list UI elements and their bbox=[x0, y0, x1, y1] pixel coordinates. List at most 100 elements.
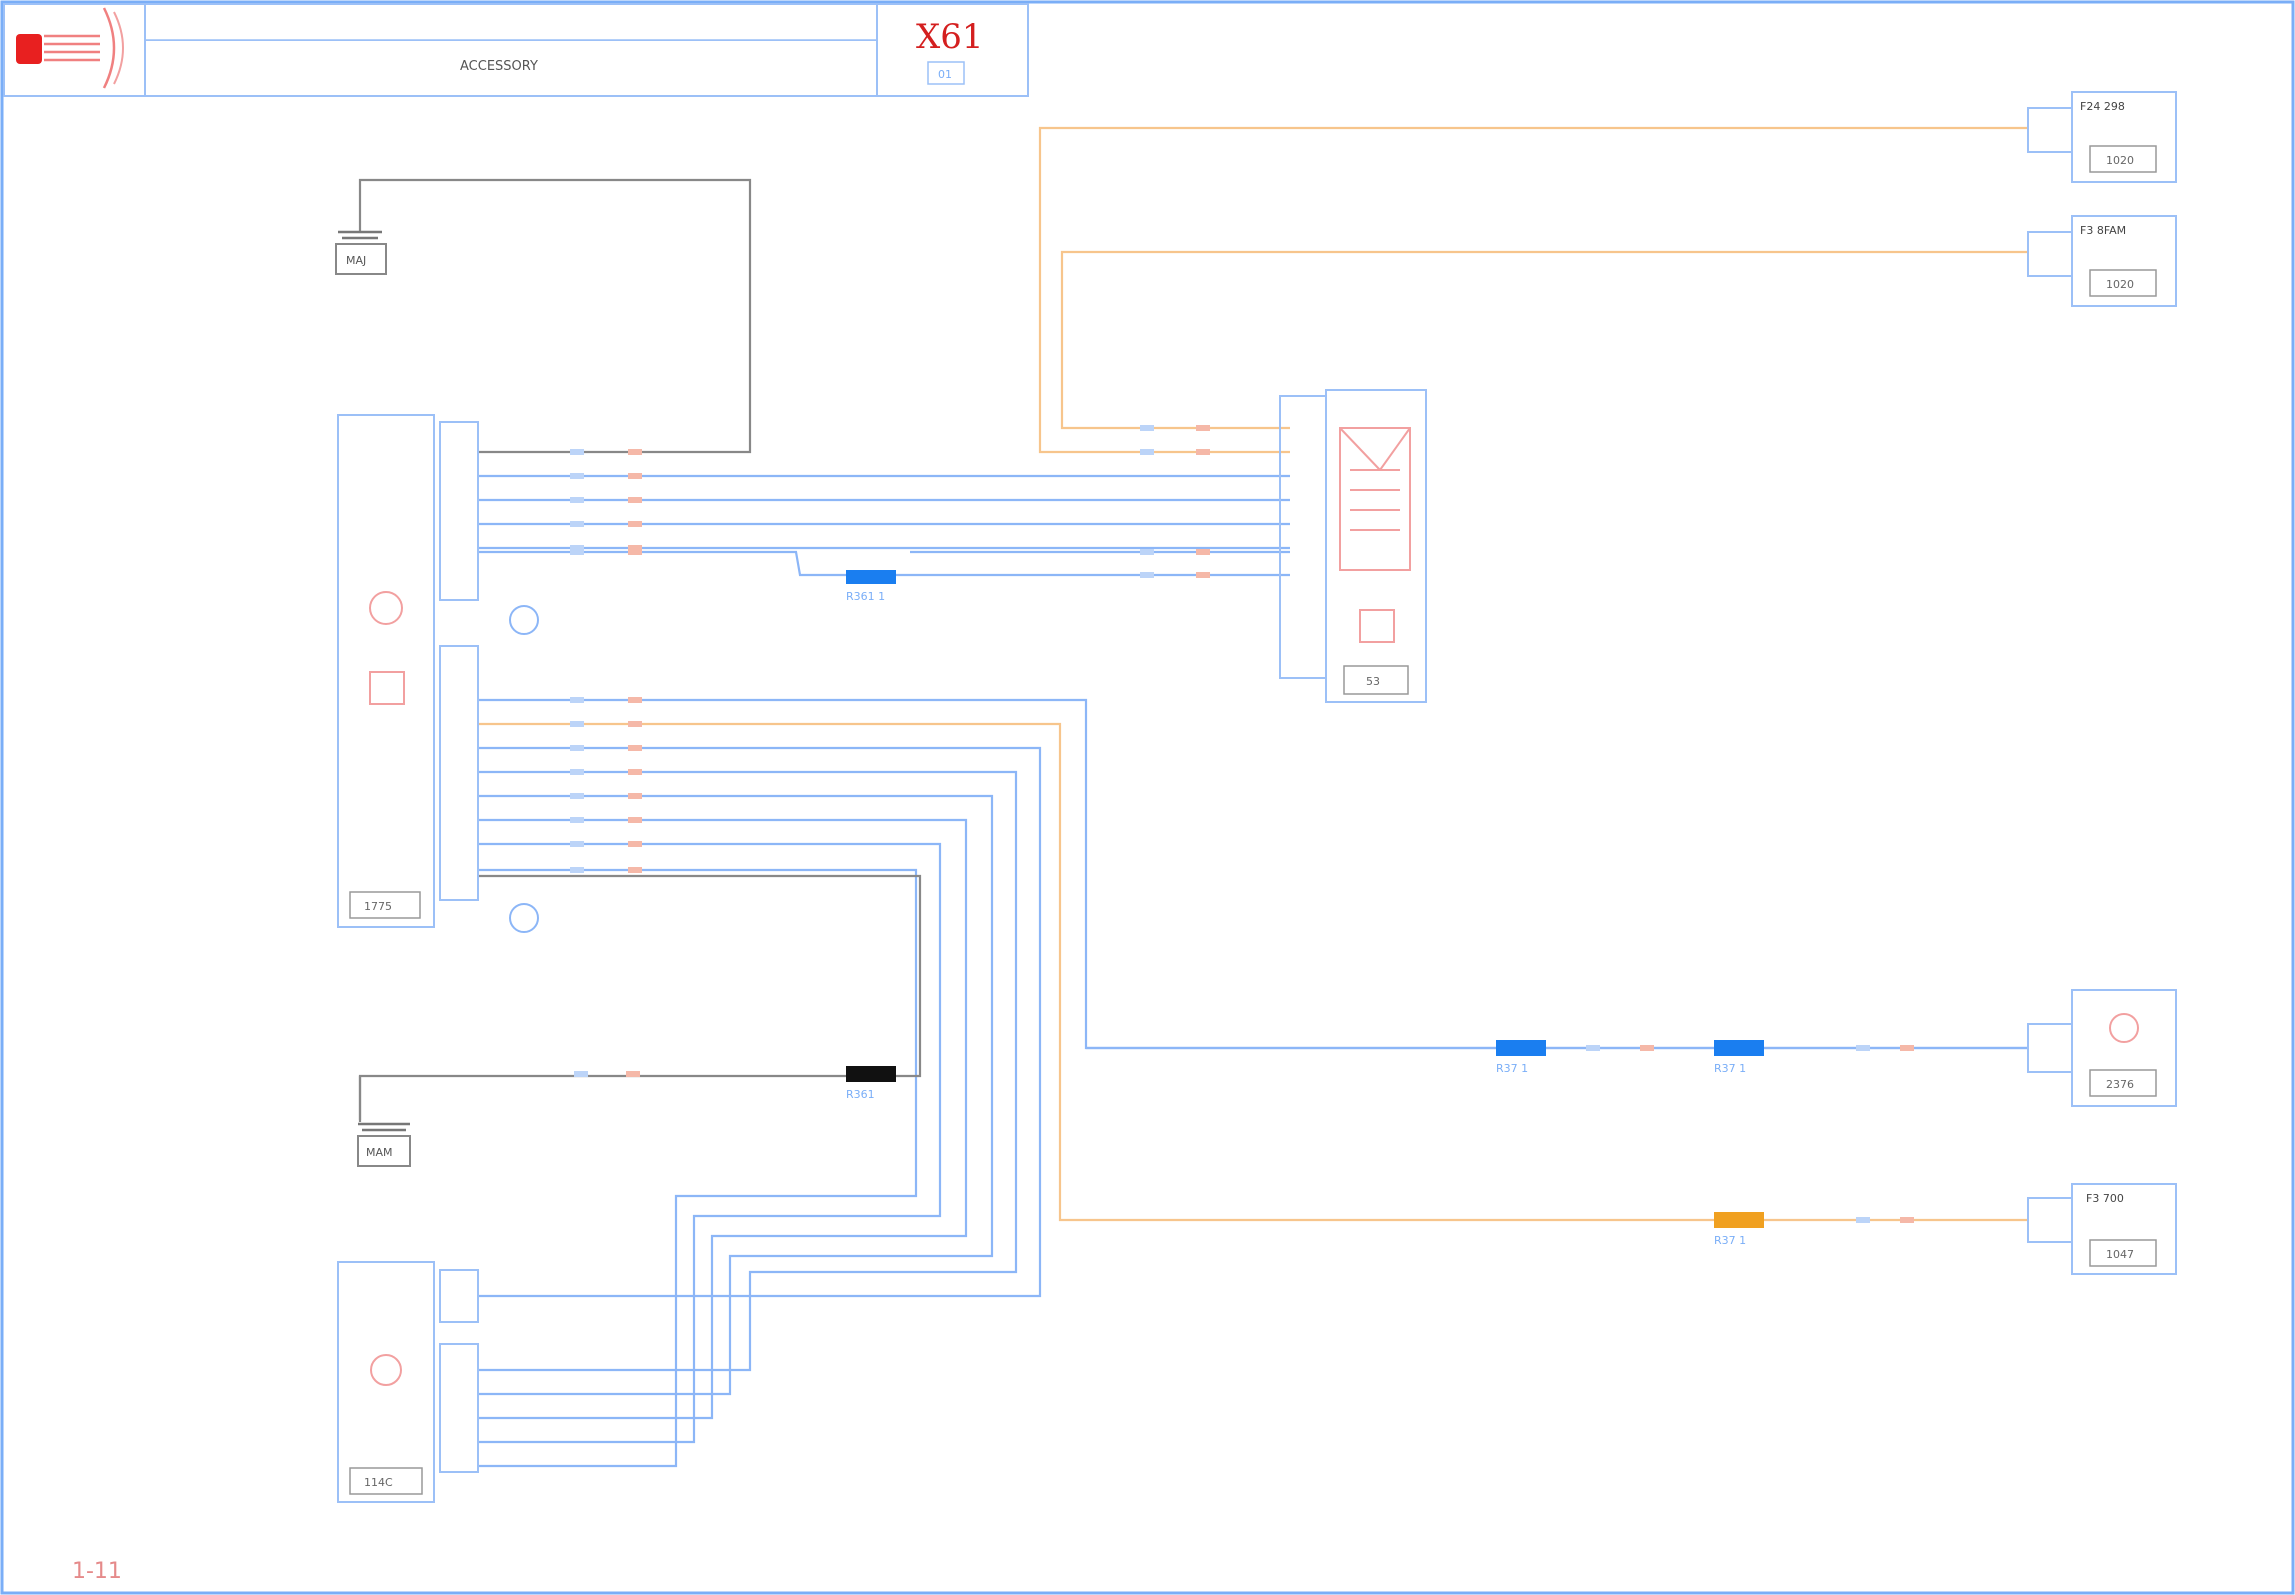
lower-module-code: 114C bbox=[364, 1476, 393, 1489]
wire-bus-2 bbox=[478, 722, 2028, 1222]
splice-s5[interactable]: R37 1 bbox=[1714, 1212, 1764, 1247]
pin-marker bbox=[1900, 1045, 1914, 1051]
pin-marker bbox=[570, 449, 584, 455]
wire-bus-4 bbox=[478, 770, 1018, 1372]
pin-marker bbox=[628, 867, 642, 873]
splice-s2[interactable]: R361 bbox=[846, 1066, 896, 1101]
diagram-sub-code: 01 bbox=[938, 68, 952, 81]
right-connector-2[interactable]: F3 8FAM 1020 bbox=[2027, 215, 2177, 307]
ground-top-code: MAJ bbox=[346, 254, 366, 267]
pin-marker bbox=[570, 721, 584, 727]
pin-marker bbox=[570, 549, 584, 555]
pin-marker bbox=[1196, 572, 1210, 578]
ground-top: MAJ bbox=[335, 230, 387, 275]
wire-bus-5 bbox=[478, 794, 994, 1396]
pin-marker bbox=[570, 745, 584, 751]
splice-label: R37 1 bbox=[1714, 1062, 1746, 1075]
lower-module[interactable]: 114C bbox=[337, 1261, 479, 1503]
pin-marker bbox=[570, 521, 584, 527]
pin-marker bbox=[1140, 572, 1154, 578]
wire-bus-6 bbox=[478, 818, 968, 1420]
splice-s3[interactable]: R37 1 bbox=[1496, 1040, 1546, 1075]
right-connector-1[interactable]: F24 298 1020 bbox=[2027, 91, 2177, 183]
diagram-subtitle: ACCESSORY bbox=[460, 59, 538, 74]
connector-marker-icon bbox=[509, 903, 539, 933]
pin-marker bbox=[1856, 1045, 1870, 1051]
ground-bottom-code: MAM bbox=[366, 1146, 393, 1159]
pin-marker bbox=[570, 867, 584, 873]
center-module-code: 53 bbox=[1366, 675, 1380, 688]
pin-marker bbox=[628, 545, 642, 551]
center-module[interactable]: 53 bbox=[1279, 389, 1427, 703]
ground-icon bbox=[338, 230, 382, 240]
pin-marker bbox=[628, 745, 642, 751]
wire-ground-top bbox=[358, 178, 752, 454]
pin-marker bbox=[570, 497, 584, 503]
pin-marker bbox=[570, 841, 584, 847]
ground-bottom: MAM bbox=[357, 1076, 411, 1167]
wire-bus-1 bbox=[478, 698, 2028, 1050]
wire-group bbox=[358, 126, 2028, 1468]
splice-s1[interactable]: R361 1 bbox=[846, 570, 896, 603]
relay-symbol-icon bbox=[1339, 427, 1411, 571]
pin-marker bbox=[628, 497, 642, 503]
wire-orange-rc2 bbox=[1060, 250, 2028, 430]
wire-bus-8 bbox=[478, 868, 918, 1468]
module-symbol-icon bbox=[2109, 1013, 2139, 1043]
wire-bus-7 bbox=[478, 842, 942, 1444]
pin-marker bbox=[626, 1071, 640, 1077]
ecu-symbol-icon bbox=[369, 671, 405, 705]
pin-marker bbox=[628, 793, 642, 799]
splice-s4[interactable]: R37 1 bbox=[1714, 1040, 1764, 1075]
pin-marker bbox=[570, 793, 584, 799]
wire-bus-9 bbox=[358, 874, 922, 1120]
pin-marker bbox=[628, 449, 642, 455]
pin-marker bbox=[1140, 449, 1154, 455]
pin-marker bbox=[570, 697, 584, 703]
ecu-symbol-icon bbox=[369, 591, 403, 625]
pin-marker bbox=[574, 1071, 588, 1077]
rc4-code: 1047 bbox=[2106, 1248, 2134, 1261]
pin-marker bbox=[570, 545, 584, 551]
pin-marker bbox=[1586, 1045, 1600, 1051]
splice-label: R361 bbox=[846, 1088, 875, 1101]
rc2-label: F3 8FAM bbox=[2080, 224, 2126, 237]
rc1-code: 1020 bbox=[2106, 154, 2134, 167]
wire-orange-rc1 bbox=[1038, 126, 2028, 454]
pin-marker bbox=[1856, 1217, 1870, 1223]
pin-marker bbox=[1140, 425, 1154, 431]
rc1-label: F24 298 bbox=[2080, 100, 2125, 113]
pin-marker bbox=[1196, 449, 1210, 455]
rc3-code: 2376 bbox=[2106, 1078, 2134, 1091]
pin-marker bbox=[1140, 549, 1154, 555]
splice-label: R361 1 bbox=[846, 590, 885, 603]
pin-marker bbox=[570, 769, 584, 775]
main-ecu-code: 1775 bbox=[364, 900, 392, 913]
warning-logo-icon bbox=[16, 7, 124, 89]
pin-marker bbox=[1900, 1217, 1914, 1223]
pin-marker bbox=[628, 473, 642, 479]
diagram-code: X61 bbox=[916, 17, 983, 57]
right-connector-4[interactable]: F3 700 1047 bbox=[2027, 1183, 2177, 1275]
main-ecu[interactable]: 1775 bbox=[337, 414, 539, 933]
connector-marker-icon bbox=[509, 605, 539, 635]
pin-marker bbox=[1640, 1045, 1654, 1051]
pin-marker bbox=[570, 473, 584, 479]
pin-marker bbox=[1196, 425, 1210, 431]
splice-label: R37 1 bbox=[1496, 1062, 1528, 1075]
pin-marker bbox=[628, 549, 642, 555]
page-number: 1-11 bbox=[72, 1559, 122, 1584]
right-connector-3[interactable]: 2376 bbox=[2027, 989, 2177, 1107]
pin-marker bbox=[628, 697, 642, 703]
pin-marker bbox=[628, 769, 642, 775]
pin-marker bbox=[628, 521, 642, 527]
pin-ticks bbox=[570, 425, 1914, 1223]
title-block bbox=[3, 3, 1029, 97]
rc4-label: F3 700 bbox=[2086, 1192, 2124, 1205]
splice-label: R37 1 bbox=[1714, 1234, 1746, 1247]
pin-marker bbox=[628, 841, 642, 847]
module-symbol-icon bbox=[1359, 609, 1395, 643]
pin-marker bbox=[570, 817, 584, 823]
